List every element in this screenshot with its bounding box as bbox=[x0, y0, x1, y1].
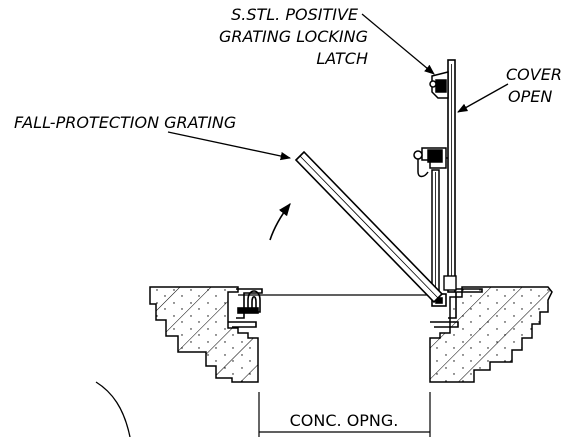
left-frame-angle bbox=[228, 288, 263, 328]
support-post bbox=[431, 169, 440, 295]
latch-leader-line bbox=[361, 13, 435, 75]
grating-leader-line bbox=[167, 131, 292, 161]
opening-label: CONC. OPNG. bbox=[290, 411, 399, 430]
latch-label-line-2: GRATING LOCKING bbox=[219, 27, 368, 46]
right-concrete-slab bbox=[429, 286, 553, 383]
swing-arrow bbox=[269, 202, 291, 241]
cover-label-line-2: OPEN bbox=[508, 87, 552, 106]
open-cover-plate bbox=[443, 59, 457, 293]
left-concrete-slab bbox=[149, 286, 259, 383]
grating-label: FALL-PROTECTION GRATING bbox=[14, 113, 236, 132]
latch-label-line-3: LATCH bbox=[316, 49, 368, 68]
cover-label-line-1: COVER bbox=[506, 65, 562, 84]
fall-protection-grating bbox=[294, 150, 444, 304]
opening-dimension bbox=[258, 392, 431, 437]
latch-label-line-1: S.STL. POSITIVE bbox=[231, 5, 359, 24]
locking-latch bbox=[429, 71, 449, 99]
grating-holder-bracket bbox=[413, 147, 448, 178]
break-arc bbox=[95, 381, 131, 437]
cover-leader-line bbox=[457, 83, 509, 113]
